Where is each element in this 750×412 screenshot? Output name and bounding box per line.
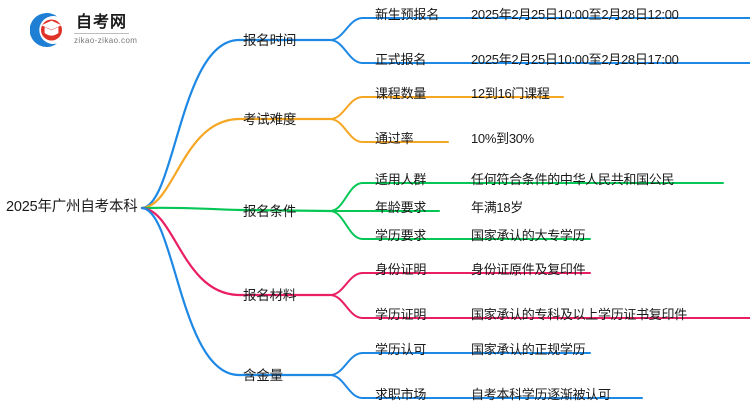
leaf-row[interactable]: 通过率 10%到30% bbox=[375, 128, 534, 156]
leaf-value: 2025年2月25日10:00至2月28日17:00 bbox=[471, 52, 679, 67]
leaf-row[interactable]: 正式报名 2025年2月25日10:00至2月28日17:00 bbox=[375, 49, 679, 77]
connector-root-branch-2 bbox=[140, 206, 332, 213]
leaf-key: 求职市场 bbox=[375, 387, 427, 402]
site-logo: 自考网 zikao-zikao.com bbox=[29, 12, 137, 48]
logo-text: 自考网 zikao-zikao.com bbox=[74, 15, 137, 45]
leaf-row[interactable]: 身份证明 身份证原件及复印件 bbox=[375, 259, 586, 287]
leaf-value: 2025年2月25日10:00至2月28日12:00 bbox=[471, 7, 679, 22]
connector-root-branch-4 bbox=[140, 206, 332, 377]
leaf-row[interactable]: 求职市场 自考本科学历逐渐被认可 bbox=[375, 384, 611, 412]
leaf-key: 适用人群 bbox=[375, 172, 427, 187]
leaf-key: 课程数量 bbox=[375, 86, 427, 101]
connector-root-branch-1 bbox=[140, 117, 332, 210]
leaf-key: 新生预报名 bbox=[375, 7, 440, 22]
branch-label-含金量[interactable]: 含金量 bbox=[243, 368, 283, 383]
leaf-key: 学历证明 bbox=[375, 307, 427, 322]
leaf-value: 年满18岁 bbox=[471, 200, 523, 215]
leaf-row[interactable]: 年龄要求 年满18岁 bbox=[375, 197, 523, 225]
leaf-key: 正式报名 bbox=[375, 52, 427, 67]
leaf-row[interactable]: 学历认可 国家承认的正规学历 bbox=[375, 339, 586, 367]
leaf-value: 任何符合条件的中华人民共和国公民 bbox=[471, 172, 675, 187]
leaf-key: 身份证明 bbox=[375, 262, 427, 277]
leaf-row[interactable]: 学历证明 国家承认的专科及以上学历证书复印件 bbox=[375, 304, 687, 332]
leaf-value: 自考本科学历逐渐被认可 bbox=[471, 387, 611, 402]
logo-name: 自考网 bbox=[74, 15, 130, 34]
leaf-row[interactable]: 新生预报名 2025年2月25日10:00至2月28日12:00 bbox=[375, 4, 679, 32]
branch-label-考试难度[interactable]: 考试难度 bbox=[243, 112, 297, 127]
leaf-value: 国家承认的大专学历 bbox=[471, 228, 586, 243]
logo-domain: zikao-zikao.com bbox=[74, 36, 138, 45]
leaf-value: 国家承认的正规学历 bbox=[471, 342, 586, 357]
connector-root-branch-0 bbox=[140, 38, 332, 210]
graduation-cap-logo-icon bbox=[29, 12, 68, 48]
branch-label-报名条件[interactable]: 报名条件 bbox=[243, 204, 297, 219]
leaf-row[interactable]: 课程数量 12到16门课程 bbox=[375, 83, 550, 111]
leaf-row[interactable]: 学历要求 国家承认的大专学历 bbox=[375, 225, 586, 253]
leaf-row[interactable]: 适用人群 任何符合条件的中华人民共和国公民 bbox=[375, 169, 675, 197]
branch-label-报名时间[interactable]: 报名时间 bbox=[243, 33, 297, 48]
leaf-key: 学历认可 bbox=[375, 342, 427, 357]
leaf-key: 学历要求 bbox=[375, 228, 427, 243]
leaf-value: 身份证原件及复印件 bbox=[471, 262, 586, 277]
leaf-key: 年龄要求 bbox=[375, 200, 427, 215]
branch-label-报名材料[interactable]: 报名材料 bbox=[243, 288, 297, 303]
connector-root-branch-3 bbox=[140, 206, 332, 297]
leaf-key: 通过率 bbox=[375, 131, 414, 146]
leaf-value: 国家承认的专科及以上学历证书复印件 bbox=[471, 307, 687, 322]
leaf-value: 10%到30% bbox=[471, 131, 534, 146]
leaf-value: 12到16门课程 bbox=[471, 86, 550, 101]
mindmap-root-label[interactable]: 2025年广州自考本科 bbox=[6, 199, 138, 215]
